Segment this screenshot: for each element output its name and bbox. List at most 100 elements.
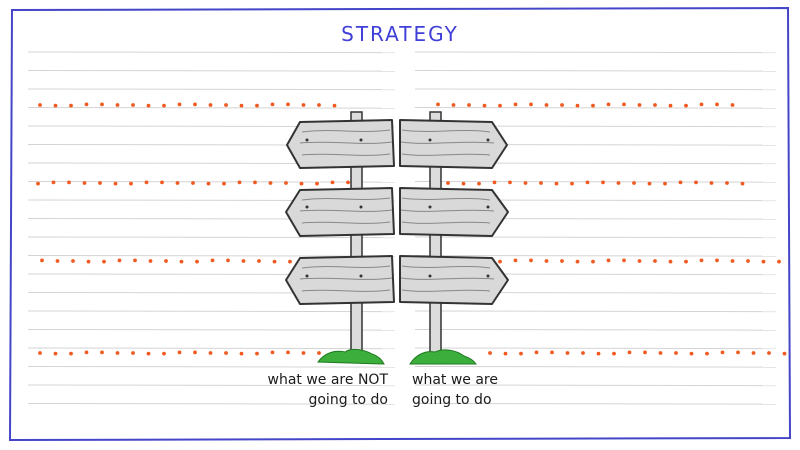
divider-dot xyxy=(498,103,502,108)
divider-dot xyxy=(84,350,89,355)
divider-dot xyxy=(647,181,652,186)
divider-dot xyxy=(239,351,244,356)
ruled-line xyxy=(414,310,777,313)
divider-dot xyxy=(746,259,750,263)
divider-dot xyxy=(346,180,350,185)
divider-dot xyxy=(606,258,611,263)
divider-dot xyxy=(492,180,497,185)
divider-dot xyxy=(637,103,642,107)
divider-dot xyxy=(684,259,688,264)
divider-dot xyxy=(299,181,304,186)
divider-dot xyxy=(102,259,106,264)
divider-dot xyxy=(653,103,657,107)
divider-dot xyxy=(82,181,87,185)
ruled-line xyxy=(414,347,777,350)
divider-dot xyxy=(606,102,611,107)
divider-dot xyxy=(268,181,273,185)
divider-dot xyxy=(539,181,543,185)
divider-dot xyxy=(179,259,184,264)
divider-dot xyxy=(436,102,440,107)
divider-dot xyxy=(709,181,714,185)
divider-dot xyxy=(115,103,120,107)
divider-dot xyxy=(477,181,481,186)
page-title: STRATEGY xyxy=(341,22,459,46)
ruled-line xyxy=(27,329,396,331)
divider-dot xyxy=(175,181,180,185)
divider-dot xyxy=(736,350,740,355)
divider-dot xyxy=(668,103,673,108)
divider-dot xyxy=(301,351,306,355)
divider-dot xyxy=(69,351,73,356)
divider-dot xyxy=(705,351,709,356)
divider-dot xyxy=(270,350,275,355)
divider-dot xyxy=(253,180,257,185)
left-sign-2 xyxy=(285,187,395,237)
divider-dot xyxy=(544,259,549,263)
divider-dot xyxy=(767,351,771,355)
divider-dot xyxy=(761,259,766,264)
divider-dot xyxy=(715,102,719,107)
divider-dot xyxy=(301,103,306,107)
divider-dot xyxy=(208,351,213,355)
divider-dot xyxy=(133,258,137,263)
divider-dot xyxy=(195,259,199,264)
divider-dot xyxy=(678,180,683,185)
ruled-line xyxy=(414,403,777,405)
divider-dot xyxy=(113,181,118,186)
divider-dot xyxy=(596,351,601,356)
divider-dot xyxy=(699,258,704,263)
divider-dot xyxy=(288,259,292,264)
ruled-line xyxy=(27,347,396,350)
divider-dot xyxy=(523,181,528,185)
ruled-line xyxy=(27,403,396,405)
divider-dot xyxy=(117,258,122,263)
divider-dot xyxy=(53,103,58,108)
divider-dot xyxy=(699,102,704,107)
ruled-line xyxy=(27,384,396,387)
divider-dot xyxy=(591,259,595,264)
caption-not-going-to-do: what we are NOT going to do xyxy=(208,370,389,410)
divider-dot xyxy=(71,259,75,263)
divider-dot xyxy=(222,181,226,186)
divider-dot xyxy=(653,259,657,263)
divider-dot xyxy=(38,351,42,355)
divider-dot xyxy=(177,102,182,107)
divider-dot xyxy=(255,351,259,356)
divider-dot xyxy=(115,351,120,355)
divider-dot xyxy=(715,258,719,263)
divider-dot xyxy=(51,180,56,185)
divider-dot xyxy=(224,103,228,107)
divider-dot xyxy=(529,102,533,107)
divider-dot xyxy=(146,103,151,108)
signpost-right-icon xyxy=(399,111,509,365)
divider-dot xyxy=(560,103,564,107)
ruled-line xyxy=(27,255,396,257)
divider-dot xyxy=(100,350,104,355)
divider-dot xyxy=(286,350,290,355)
divider-dot xyxy=(482,103,487,108)
divider-dot xyxy=(725,181,729,185)
divider-dot xyxy=(84,102,89,107)
divider-dot xyxy=(131,351,135,355)
divider-dot xyxy=(257,259,261,263)
divider-dot xyxy=(129,181,133,186)
caption-going-to-do: what we are going to do xyxy=(412,370,592,410)
divider-dot xyxy=(544,103,549,107)
divider-dot xyxy=(144,180,149,185)
divider-dot xyxy=(503,351,508,356)
divider-dot xyxy=(622,258,626,263)
divider-dot xyxy=(777,259,781,264)
divider-dot xyxy=(446,181,450,185)
ruled-line xyxy=(414,329,777,331)
ruled-line xyxy=(414,384,777,387)
ruled-line xyxy=(414,366,777,368)
caption-left-line2: going to do xyxy=(308,392,388,408)
divider-dot xyxy=(612,351,616,356)
divider-dot xyxy=(637,259,642,263)
right-sign-3 xyxy=(399,255,509,305)
divider-dot xyxy=(720,350,725,355)
divider-dot xyxy=(616,181,621,185)
ruled-line xyxy=(414,107,777,109)
divider-dot xyxy=(162,103,166,108)
caption-left-line1: what we are NOT xyxy=(267,372,389,388)
